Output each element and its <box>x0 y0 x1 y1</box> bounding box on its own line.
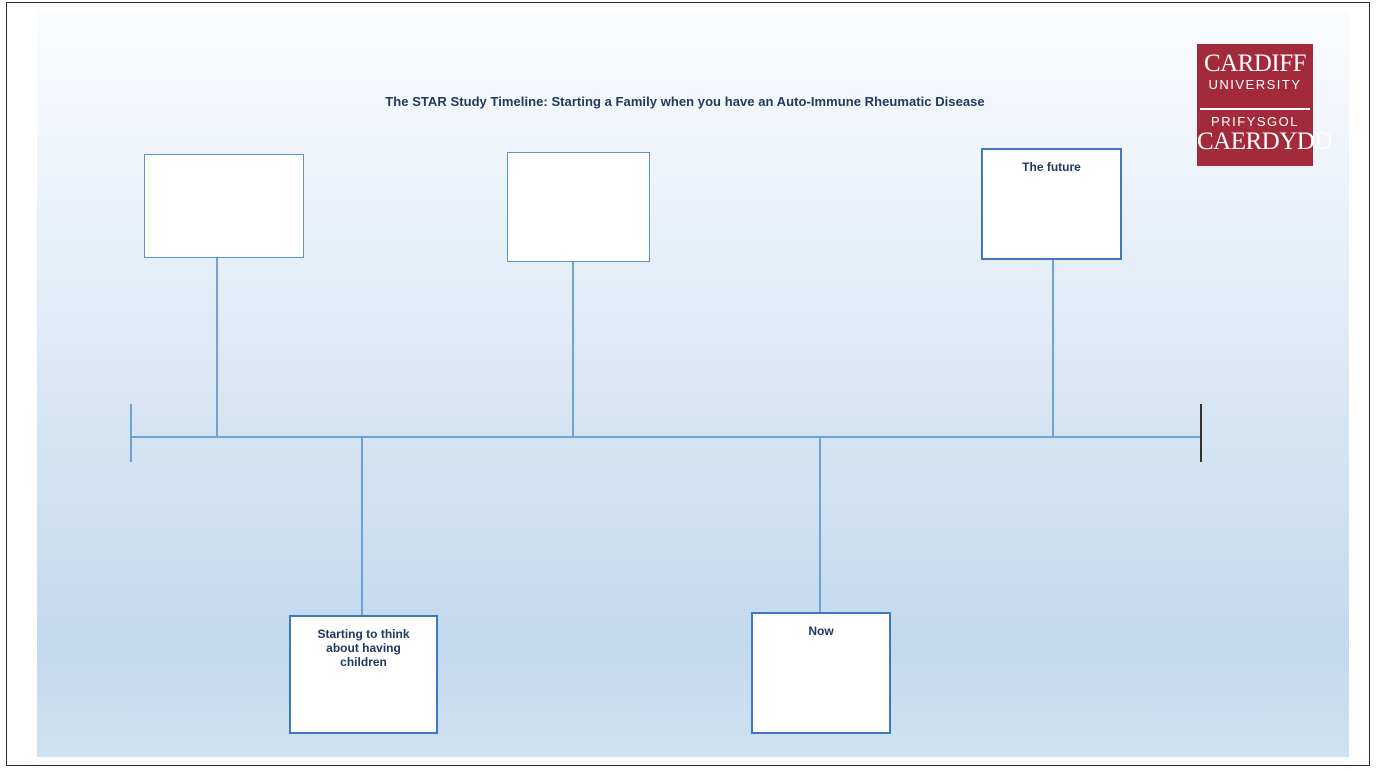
timeline-end-cap <box>1200 404 1202 462</box>
connector-top-left <box>216 258 218 438</box>
logo-line-3: PRIFYSGOL <box>1211 114 1299 129</box>
timeline-slide <box>37 12 1349 757</box>
timeline-box-label: Now <box>808 624 834 638</box>
connector-bottom-right <box>819 437 821 613</box>
logo-divider <box>1200 108 1310 110</box>
timeline-start-cap <box>130 404 132 462</box>
timeline-box-bottom-right: Now <box>751 612 891 734</box>
timeline-box-top-left <box>144 154 304 258</box>
timeline-box-label: Starting to think about having children <box>317 627 410 669</box>
timeline-box-label <box>508 153 649 163</box>
timeline-axis <box>131 436 1201 438</box>
page-title: The STAR Study Timeline: Starting a Fami… <box>385 94 985 109</box>
timeline-box-top-right: The future <box>981 148 1122 260</box>
logo-line-1: CARDIFF <box>1203 50 1307 77</box>
timeline-box-bottom-left: Starting to think about having children <box>289 615 438 734</box>
connector-top-middle <box>572 261 574 438</box>
timeline-box-label: The future <box>1022 160 1081 174</box>
connector-top-right <box>1052 259 1054 438</box>
logo-line-4: CAERDYDD <box>1197 128 1332 155</box>
connector-bottom-left <box>361 437 363 616</box>
university-logo: CARDIFF UNIVERSITY PRIFYSGOL CAERDYDD <box>1197 44 1332 166</box>
logo-line-2: UNIVERSITY <box>1208 77 1302 92</box>
timeline-box-label <box>145 155 303 165</box>
timeline-box-top-middle <box>507 152 650 262</box>
